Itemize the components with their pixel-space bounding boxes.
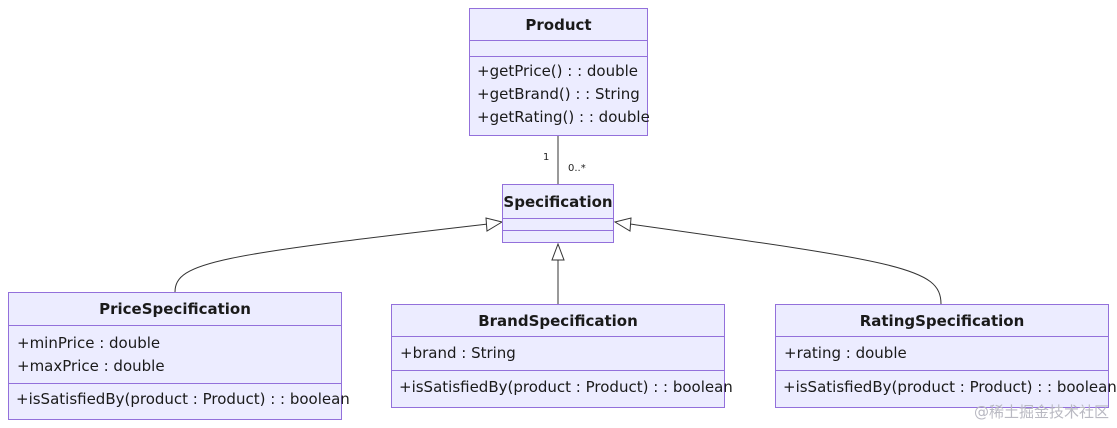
method: +getPrice() : : double <box>477 62 639 80</box>
class-brand-specification[interactable]: BrandSpecification +brand : String +isSa… <box>391 304 733 408</box>
inheritance-arrowhead-rating <box>613 217 632 232</box>
class-name: PriceSpecification <box>9 293 341 326</box>
methods-section: +getPrice() : : double +getBrand() : : S… <box>470 57 650 129</box>
class-name: Specification <box>503 185 613 219</box>
attributes-section <box>503 219 613 231</box>
methods-section: +isSatisfiedBy(product : Product) : : bo… <box>9 384 350 415</box>
class-name: Product <box>470 9 647 41</box>
class-name: BrandSpecification <box>392 305 724 337</box>
class-product[interactable]: Product +getPrice() : : double +getBrand… <box>469 8 650 136</box>
multiplicity-product-end: 1 <box>543 152 550 163</box>
method: +isSatisfiedBy(product : Product) : : bo… <box>16 390 350 408</box>
attribute: +brand : String <box>400 344 516 362</box>
attribute: +maxPrice : double <box>17 357 165 375</box>
method: +isSatisfiedBy(product : Product) : : bo… <box>399 378 733 396</box>
inheritance-edge-price <box>174 223 489 293</box>
inheritance-edge-rating <box>629 223 942 305</box>
class-price-specification[interactable]: PriceSpecification +minPrice : double +m… <box>8 292 350 420</box>
attributes-section: +brand : String <box>392 337 724 371</box>
attributes-section: +rating : double <box>776 337 1108 371</box>
watermark: @稀土掘金技术社区 <box>973 403 1109 421</box>
inheritance-arrowhead-brand <box>551 242 565 261</box>
class-specification[interactable]: Specification <box>502 184 614 243</box>
methods-section: +isSatisfiedBy(product : Product) : : bo… <box>776 371 1117 403</box>
class-name: RatingSpecification <box>776 305 1108 337</box>
method: +getRating() : : double <box>477 108 650 126</box>
attributes-section <box>470 41 647 57</box>
inheritance-arrowhead-price <box>485 217 504 232</box>
methods-section: +isSatisfiedBy(product : Product) : : bo… <box>392 371 733 403</box>
attributes-section: +minPrice : double +maxPrice : double <box>9 326 341 384</box>
attribute: +minPrice : double <box>17 334 161 352</box>
multiplicity-specification-end: 0..* <box>568 163 586 174</box>
class-rating-specification[interactable]: RatingSpecification +rating : double +is… <box>775 304 1117 408</box>
method: +isSatisfiedBy(product : Product) : : bo… <box>783 378 1117 396</box>
attribute: +rating : double <box>784 344 907 362</box>
methods-section <box>503 231 613 242</box>
method: +getBrand() : : String <box>477 85 640 103</box>
